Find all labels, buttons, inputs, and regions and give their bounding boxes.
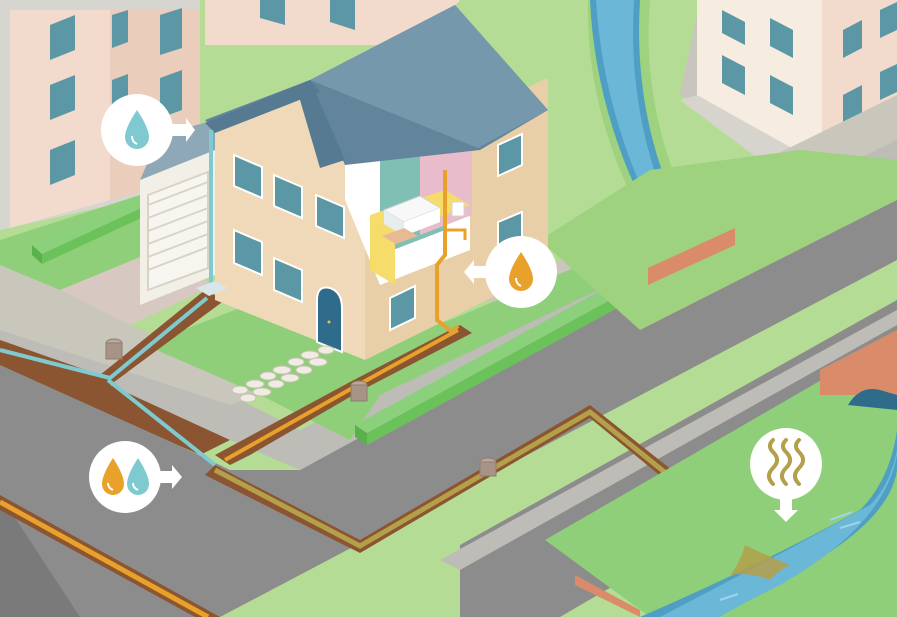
front-door: [317, 288, 342, 353]
toilet: [452, 202, 464, 216]
